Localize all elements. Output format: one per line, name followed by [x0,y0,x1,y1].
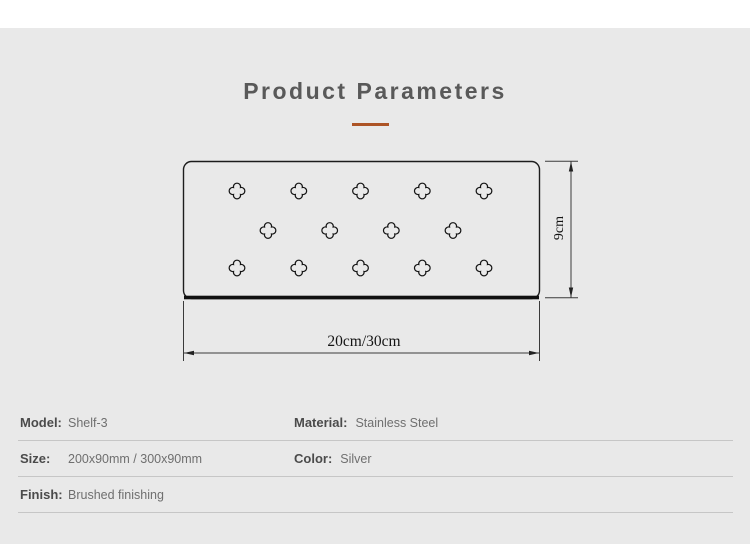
spec-row-size-color: Size: 200x90mm / 300x90mm Color: Silver [18,441,733,477]
quatrefoil-hole [413,259,431,277]
dim-arrow-left [184,350,194,356]
quatrefoil-hole [382,222,400,239]
shelf-plate-outline [182,160,541,300]
spec-cell-finish: Finish: Brushed finishing [18,486,292,504]
width-dimension-label: 20cm/30cm [327,333,400,350]
quatrefoil-hole [290,259,308,277]
dim-arrow-right [529,350,539,356]
shelf-front-edge [184,295,539,300]
shelf-drawing-svg: 9cm 20cm/30cm [182,160,578,361]
quatrefoil-hole [228,182,246,200]
size-label: Size: [20,450,51,466]
size-value: 200x90mm / 300x90mm [68,451,203,466]
spec-table: Model: Shelf-3 Material: Stainless Steel S… [18,405,733,513]
spec-cell-model: Model: Shelf-3 [18,414,292,432]
page-title: Product Parameters [243,78,507,104]
height-dimension-label: 9cm [552,216,567,240]
color-label: Color: [294,450,333,466]
spec-row-model-material: Model: Shelf-3 Material: Stainless Steel [18,405,733,441]
material-label: Material: [294,414,348,430]
spec-cell-size: Size: 200x90mm / 300x90mm [18,450,292,468]
spec-row-finish: Finish: Brushed finishing [18,477,733,513]
quatrefoil-hole [290,182,308,200]
quatrefoil-hole [475,182,493,200]
quatrefoil-hole [321,222,339,239]
dim-arrow-up [568,161,574,172]
material-value: Stainless Steel [355,415,439,430]
spec-cell-material: Material: Stainless Steel [292,414,733,432]
height-dimension [545,160,578,299]
quatrefoil-hole [259,222,277,239]
spec-cell-color: Color: Silver [292,450,733,468]
model-value: Shelf-3 [68,415,108,430]
finish-value: Brushed finishing [68,487,164,502]
title-accent-underline [352,123,389,126]
quatrefoil-hole [228,259,246,277]
product-technical-drawing: 9cm 20cm/30cm [150,140,620,375]
quatrefoil-hole [413,182,431,200]
quatrefoil-hole [352,182,369,200]
finish-label: Finish: [20,486,63,502]
quatrefoil-hole [475,259,493,277]
color-value: Silver [340,451,372,466]
top-white-strip [0,0,750,28]
dim-arrow-down [568,287,574,298]
quatrefoil-hole [352,259,369,277]
shelf-hole-pattern [228,182,493,277]
quatrefoil-hole [444,222,462,239]
width-dimension [183,301,540,361]
model-label: Model: [20,414,62,430]
